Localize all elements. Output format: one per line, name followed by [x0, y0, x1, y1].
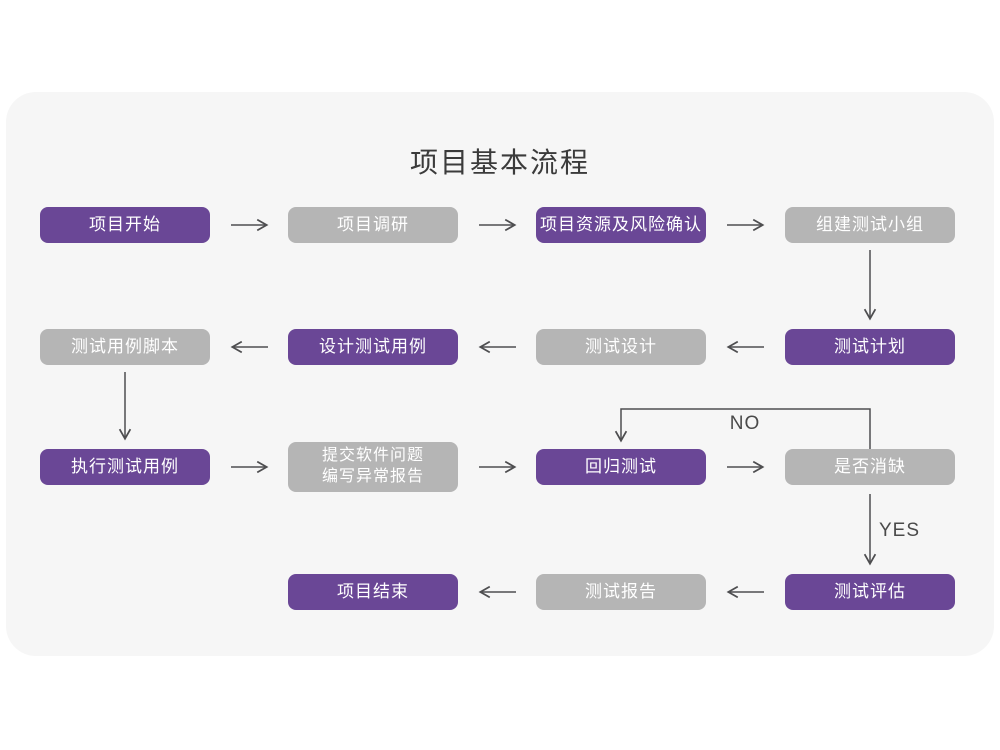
node-build-test-team: 组建测试小组 — [785, 207, 955, 243]
node-project-research: 项目调研 — [288, 207, 458, 243]
node-resources-risk: 项目资源及风险确认 — [536, 207, 706, 243]
node-defect-cleared: 是否消缺 — [785, 449, 955, 485]
flowchart-card — [6, 92, 994, 656]
node-test-plan: 测试计划 — [785, 329, 955, 365]
node-submit-issue-report: 提交软件问题 编写异常报告 — [288, 442, 458, 492]
page-title: 项目基本流程 — [409, 147, 590, 178]
node-test-case-scripts: 测试用例脚本 — [40, 329, 210, 365]
node-run-test-cases: 执行测试用例 — [40, 449, 210, 485]
node-test-design: 测试设计 — [536, 329, 706, 365]
node-test-evaluation: 测试评估 — [785, 574, 955, 610]
node-project-start: 项目开始 — [40, 207, 210, 243]
edge-label-yes: YES — [879, 520, 921, 541]
node-test-report: 测试报告 — [536, 574, 706, 610]
node-design-test-cases: 设计测试用例 — [288, 329, 458, 365]
edge-label-no: NO — [729, 413, 761, 434]
node-regression-test: 回归测试 — [536, 449, 706, 485]
node-project-end: 项目结束 — [288, 574, 458, 610]
